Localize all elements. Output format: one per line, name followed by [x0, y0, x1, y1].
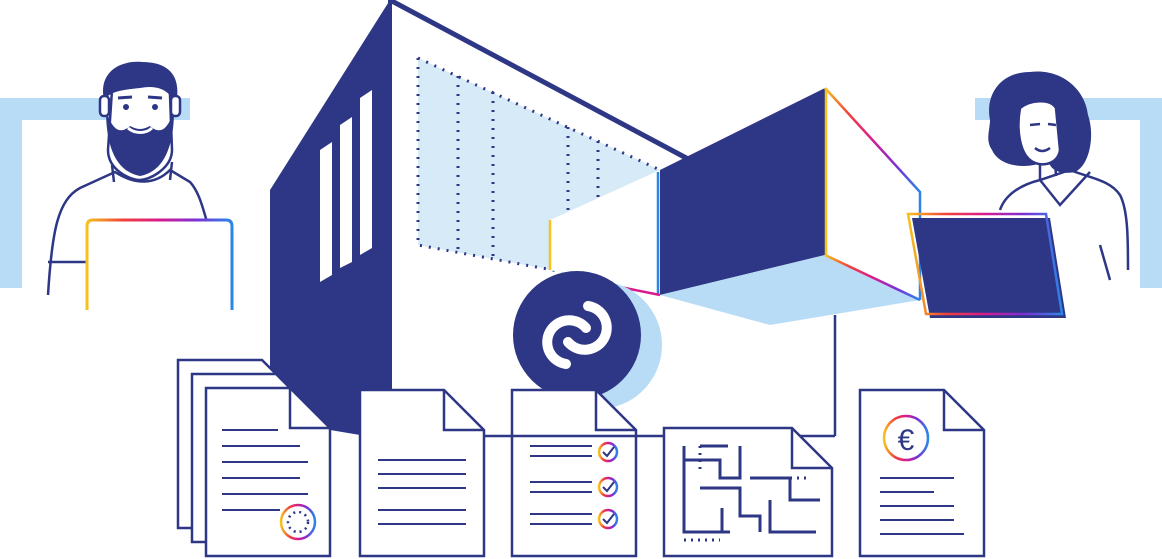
euro-icon — [882, 414, 930, 462]
document-checklist — [510, 388, 638, 558]
laptop-left — [85, 218, 234, 320]
floating-box — [548, 87, 922, 436]
tablet-right — [906, 212, 1066, 318]
link-icon — [513, 271, 662, 409]
person-right — [988, 71, 1130, 281]
seal-icon — [279, 503, 317, 541]
svg-text:€: € — [898, 424, 915, 457]
document-floorplan — [662, 426, 834, 558]
check-icon — [597, 441, 619, 530]
document-text — [358, 388, 486, 558]
document-invoice: € — [858, 388, 986, 558]
document-certificate — [176, 358, 332, 558]
person-left — [46, 61, 212, 296]
